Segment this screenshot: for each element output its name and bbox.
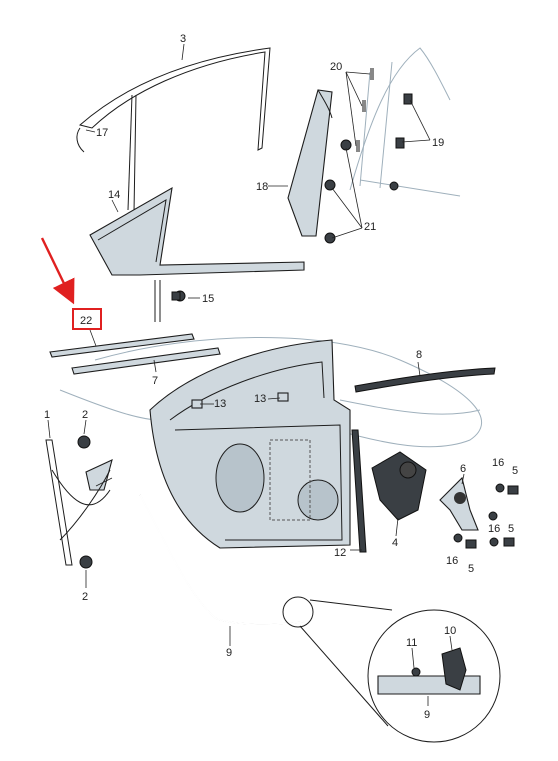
pillar-trim-part-18: [287, 89, 333, 237]
highlight-box: [72, 308, 102, 330]
vertical-strip-part-12: [351, 429, 367, 553]
callout-22: 22: [80, 315, 92, 327]
callout-5-bottom: 5: [468, 563, 474, 575]
callout-9-detail: 9: [424, 709, 430, 721]
callout-1: 1: [44, 409, 50, 421]
callout-16-top: 16: [492, 457, 504, 469]
leader-lines: [47, 43, 465, 706]
callout-3: 3: [180, 33, 186, 45]
callout-19: 19: [432, 137, 444, 149]
callout-5-top: 5: [512, 465, 518, 477]
callout-6: 6: [460, 463, 466, 475]
callout-11: 11: [406, 637, 417, 649]
callout-14: 14: [108, 189, 120, 201]
bolts-and-nuts-part-5-16: [453, 483, 519, 549]
callout-15: 15: [202, 293, 214, 305]
sill-strips-part-7-22: [49, 333, 221, 375]
window-regulator-part-1: [45, 435, 113, 569]
callout-7: 7: [152, 375, 158, 387]
callout-10: 10: [444, 625, 456, 637]
callout-16-mid: 16: [488, 523, 500, 535]
highlight: [40, 237, 102, 330]
clip-part-15: [171, 290, 186, 302]
callout-8: 8: [416, 349, 422, 361]
callout-5-mid: 5: [508, 523, 514, 535]
callout-17: 17: [96, 127, 108, 139]
quarter-window-part-14: [89, 186, 305, 322]
callout-labels: 3 17 20 19 18 14 21 15 22 8 7 13 13 1 2 …: [44, 33, 518, 721]
callout-20: 20: [330, 61, 342, 73]
callout-2-bottom: 2: [82, 591, 88, 603]
callout-12: 12: [334, 547, 346, 559]
magnified-detail: [282, 596, 501, 743]
callout-13-right: 13: [254, 393, 266, 405]
callout-4: 4: [392, 537, 398, 549]
callout-13-left: 13: [214, 398, 226, 410]
door-hinge-part-6: [439, 476, 479, 531]
window-motor-part-4: [371, 451, 427, 521]
callout-21: 21: [364, 221, 376, 233]
bottom-seal-part-9: [139, 494, 305, 625]
callout-9-seal: 9: [226, 647, 232, 659]
red-arrow-icon: [40, 237, 75, 305]
outer-strip-part-8: [354, 367, 496, 393]
callout-2-top: 2: [82, 409, 88, 421]
callout-16-bottom: 16: [446, 555, 458, 567]
frame-seal-part-3: [76, 47, 271, 213]
pillar-detail-inset: [324, 47, 461, 244]
door-body: [149, 339, 351, 549]
callout-18: 18: [256, 181, 268, 193]
